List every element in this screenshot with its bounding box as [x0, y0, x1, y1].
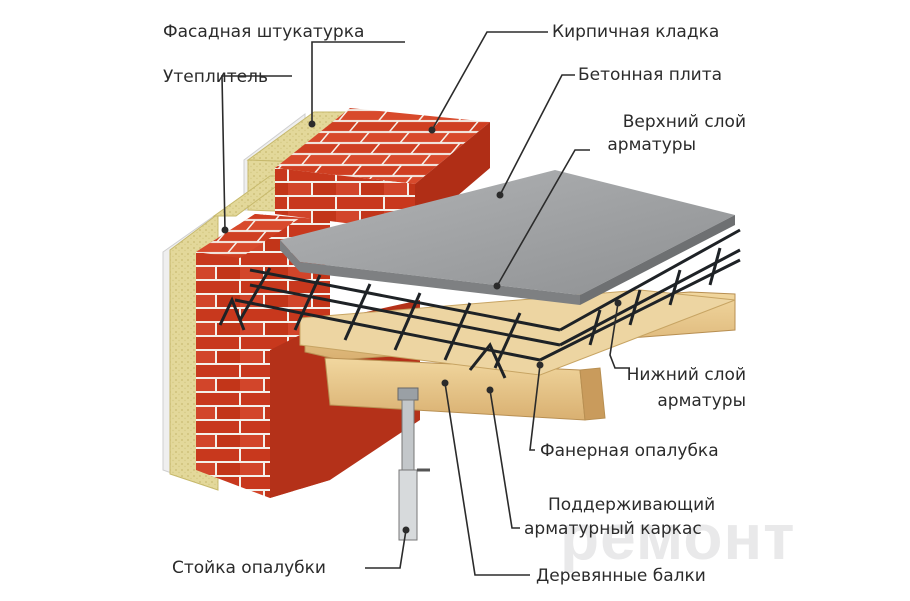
label-plywood-formwork: Фанерная опалубка	[540, 441, 719, 461]
label-upper-rebar-1: Верхний слой	[622, 112, 746, 132]
rebar-grid	[218, 228, 741, 379]
watermark: ремонт	[560, 501, 796, 573]
label-wooden-beams: Деревянные балки	[536, 566, 706, 586]
leader-lines	[221, 31, 630, 576]
label-lower-rebar-1: Нижний слой	[626, 365, 746, 385]
label-concrete-slab: Бетонная плита	[578, 65, 723, 85]
label-insulation: Утеплитель	[163, 67, 268, 87]
formwork-prop	[397, 387, 430, 541]
label-lower-rebar-2: арматуры	[657, 391, 746, 411]
brick-wall-upper-top	[275, 108, 490, 184]
label-upper-rebar-2: арматуры	[607, 135, 696, 155]
label-formwork-prop: Стойка опалубки	[172, 558, 326, 578]
leader-dots	[221, 120, 622, 534]
concrete-slab-top	[280, 170, 735, 295]
label-facade-plaster: Фасадная штукатурка	[163, 22, 365, 42]
label-support-frame-2: арматурный каркас	[524, 519, 702, 539]
label-support-frame-1: Поддерживающий	[548, 495, 716, 515]
label-brickwork: Кирпичная кладка	[552, 22, 720, 42]
